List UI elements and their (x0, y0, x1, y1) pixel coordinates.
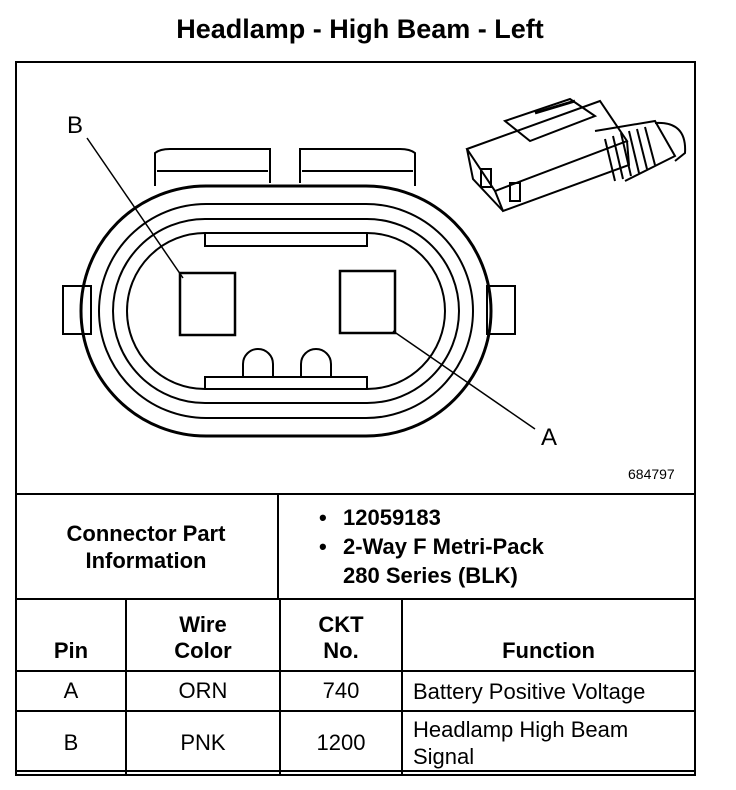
connector-type-line1: 2-Way F Metri-Pack (343, 534, 544, 559)
cell-function: Battery Positive Voltage (401, 670, 696, 712)
connector-info-section: Connector Part Information 12059183 2-Wa… (15, 493, 696, 599)
connector-info-list: 12059183 2-Way F Metri-Pack 280 Series (… (319, 503, 544, 590)
cell-pin: B (15, 710, 127, 776)
connector-type-line2: 280 Series (BLK) (343, 563, 518, 588)
header-wire-color-line2: Color (174, 638, 232, 663)
part-number: 12059183 (319, 503, 544, 532)
table-row: A ORN 740 Battery Positive Voltage (15, 670, 696, 712)
diagram-title: Headlamp - High Beam - Left (176, 14, 544, 44)
cell-function-line2: Signal (413, 744, 475, 769)
callout-b: B (67, 112, 83, 139)
header-pin: Pin (15, 598, 127, 672)
table-row: B PNK 1200 Headlamp High Beam Signal (15, 710, 696, 776)
header-function: Function (401, 598, 696, 672)
connector-type: 2-Way F Metri-Pack 280 Series (BLK) (319, 532, 544, 590)
header-ckt-no: CKT No. (279, 598, 403, 672)
table-header-row: Pin Wire Color CKT No. Function (15, 598, 696, 672)
header-ckt-line1: CKT (318, 612, 364, 637)
connector-diagram: B A (62, 97, 687, 451)
header-ckt-line2: No. (323, 638, 359, 663)
figure-reference-number: 684797 (628, 466, 675, 482)
cell-ckt: 740 (279, 670, 403, 712)
connector-info-label: Connector Part Information (15, 495, 279, 599)
cell-ckt: 1200 (279, 710, 403, 776)
cell-wire-color: ORN (125, 670, 281, 712)
cell-pin: A (15, 670, 127, 712)
header-wire-color: Wire Color (125, 598, 281, 672)
cell-function-line1: Headlamp High Beam (413, 717, 629, 742)
connector-3d-drawing (465, 97, 687, 213)
pinout-table: Pin Wire Color CKT No. Function A ORN 74… (15, 598, 696, 776)
callout-a: A (541, 424, 557, 451)
cell-function: Headlamp High Beam Signal (401, 710, 696, 776)
cell-wire-color: PNK (125, 710, 281, 776)
connector-info-label-line1: Connector Part (66, 521, 226, 546)
connector-face-drawing (62, 137, 536, 438)
connector-info-label-line2: Information (85, 548, 207, 573)
header-wire-color-line1: Wire (179, 612, 227, 637)
